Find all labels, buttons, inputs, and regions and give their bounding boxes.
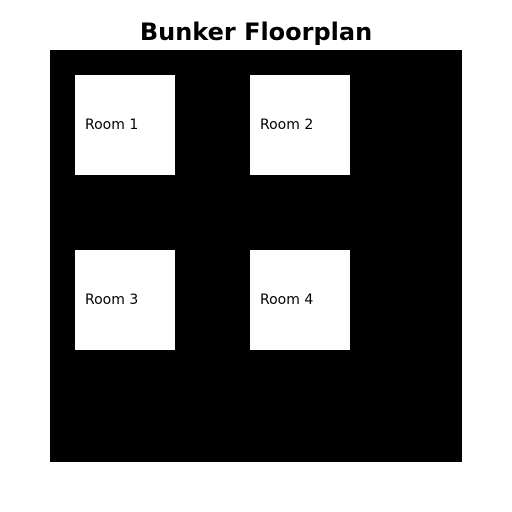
room-1-label: Room 1: [85, 117, 139, 133]
room-3: Room 3: [75, 250, 175, 350]
room-4-label: Room 4: [260, 292, 314, 308]
room-2: Room 2: [250, 75, 350, 175]
room-2-label: Room 2: [260, 117, 314, 133]
room-4: Room 4: [250, 250, 350, 350]
room-3-label: Room 3: [85, 292, 139, 308]
bunker-floor: Room 1 Room 2 Room 3 Room 4: [50, 50, 462, 462]
diagram-title: Bunker Floorplan: [139, 18, 373, 46]
room-1: Room 1: [75, 75, 175, 175]
